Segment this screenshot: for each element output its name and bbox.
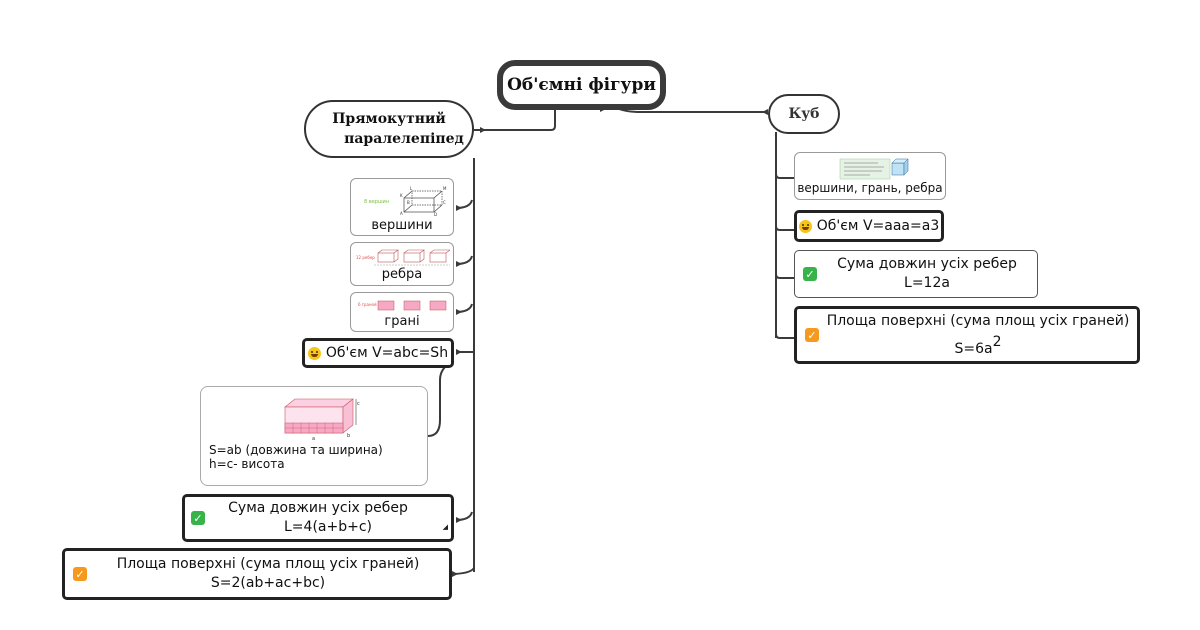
faces-diagram: 6 граней	[358, 300, 447, 310]
vertex-letter: M	[443, 186, 447, 191]
vertices-label: вершини	[371, 217, 433, 233]
edges-caption: 12 ребер	[356, 255, 375, 260]
topic-title-line1: Прямокутний	[332, 111, 446, 127]
volume-note-card[interactable]: c b a S=ab (довжина та ширина) h=c- висо…	[200, 386, 428, 486]
edges-sum-line1: Сума довжин усіх ребер	[228, 500, 408, 516]
parallelepiped-volume-node[interactable]: Об'єм V=abc=Sh	[302, 338, 454, 368]
surface-line1: Площа поверхні (сума площ усіх граней)	[116, 556, 420, 572]
volume-formula: Об'єм V=abc=Sh	[325, 345, 449, 361]
orange-check-icon: ✓	[805, 328, 819, 342]
topic-rectangular-parallelepiped[interactable]: Прямокутний паралелепіпед	[304, 100, 474, 158]
cube-title: Куб	[788, 106, 820, 122]
edges-card[interactable]: 12 ребер ребра	[350, 242, 454, 286]
cube-edges-sum-node[interactable]: ✓ Сума довжин усіх ребер L=12a	[794, 250, 1038, 298]
root-title: Об'ємні фігури	[507, 75, 656, 95]
cube-surface-line2: S=6a	[954, 340, 993, 357]
vertex-letter: C	[443, 200, 446, 205]
topic-title-line2: паралелепіпед	[344, 131, 464, 147]
vertex-letter: B	[407, 200, 410, 205]
cube-volume-exponent: 3	[930, 218, 940, 234]
vertex-letter: K	[400, 193, 403, 198]
vertex-letter: D	[434, 212, 437, 217]
green-check-icon: ✓	[803, 267, 817, 281]
cube-volume-formula: Об'єм V=aaa=a	[816, 218, 931, 234]
surface-line2: S=2(ab+ac+bc)	[210, 575, 326, 591]
topic-cube[interactable]: Куб	[768, 94, 840, 134]
vertex-letter: A	[400, 211, 403, 216]
orange-check-icon: ✓	[73, 567, 87, 581]
note-line2: h=c- висота	[209, 457, 285, 471]
note-line1: S=ab (довжина та ширина)	[209, 443, 383, 457]
root-topic[interactable]: Об'ємні фігури	[497, 60, 666, 110]
cube-surface-exponent: 2	[992, 333, 1002, 350]
vertices-caption: 8 вершин	[364, 199, 389, 205]
parallelepiped-surface-area-node[interactable]: ✓ Площа поверхні (сума площ усіх граней)…	[62, 548, 452, 600]
cube-parts-diagram	[839, 158, 909, 180]
cube-parts-label: вершини, грань, ребра	[797, 181, 943, 195]
smile-emoji-icon	[798, 219, 812, 233]
cube-surface-area-node[interactable]: ✓ Площа поверхні (сума площ усіх граней)…	[794, 306, 1140, 364]
vertices-card[interactable]: 8 вершин K L M B C A D вершини	[350, 178, 454, 236]
faces-caption: 6 граней	[358, 302, 377, 307]
smile-emoji-icon	[307, 346, 321, 360]
faces-card[interactable]: 6 граней грані	[350, 292, 454, 332]
parallelepiped-edges-sum-node[interactable]: ✓ Сума довжин усіх ребер L=4(a+b+c) ◢	[182, 494, 454, 542]
edges-label: ребра	[381, 266, 423, 282]
cube-surface-line1: Площа поверхні (сума площ усіх граней)	[826, 312, 1130, 329]
vertex-letter: L	[410, 186, 413, 191]
edges-sum-line2: L=4(a+b+c)	[284, 519, 372, 535]
cube-parts-card[interactable]: вершини, грань, ребра	[794, 152, 946, 200]
box-with-unit-cubes-diagram: c b a	[284, 398, 360, 442]
green-check-icon: ✓	[191, 511, 205, 525]
dim-a-label: a	[312, 436, 315, 442]
cube-edges-line2: L=12a	[904, 275, 950, 291]
vertices-diagram: 8 вершин K L M B C A D	[364, 186, 447, 217]
collapse-arrow-icon[interactable]: ◢	[442, 523, 448, 531]
dim-b-label: b	[347, 433, 350, 439]
edges-diagram: 12 ребер	[356, 249, 450, 265]
cube-edges-line1: Сума довжин усіх ребер	[837, 256, 1017, 272]
dim-c-label: c	[357, 401, 360, 407]
faces-label: грані	[384, 313, 420, 329]
